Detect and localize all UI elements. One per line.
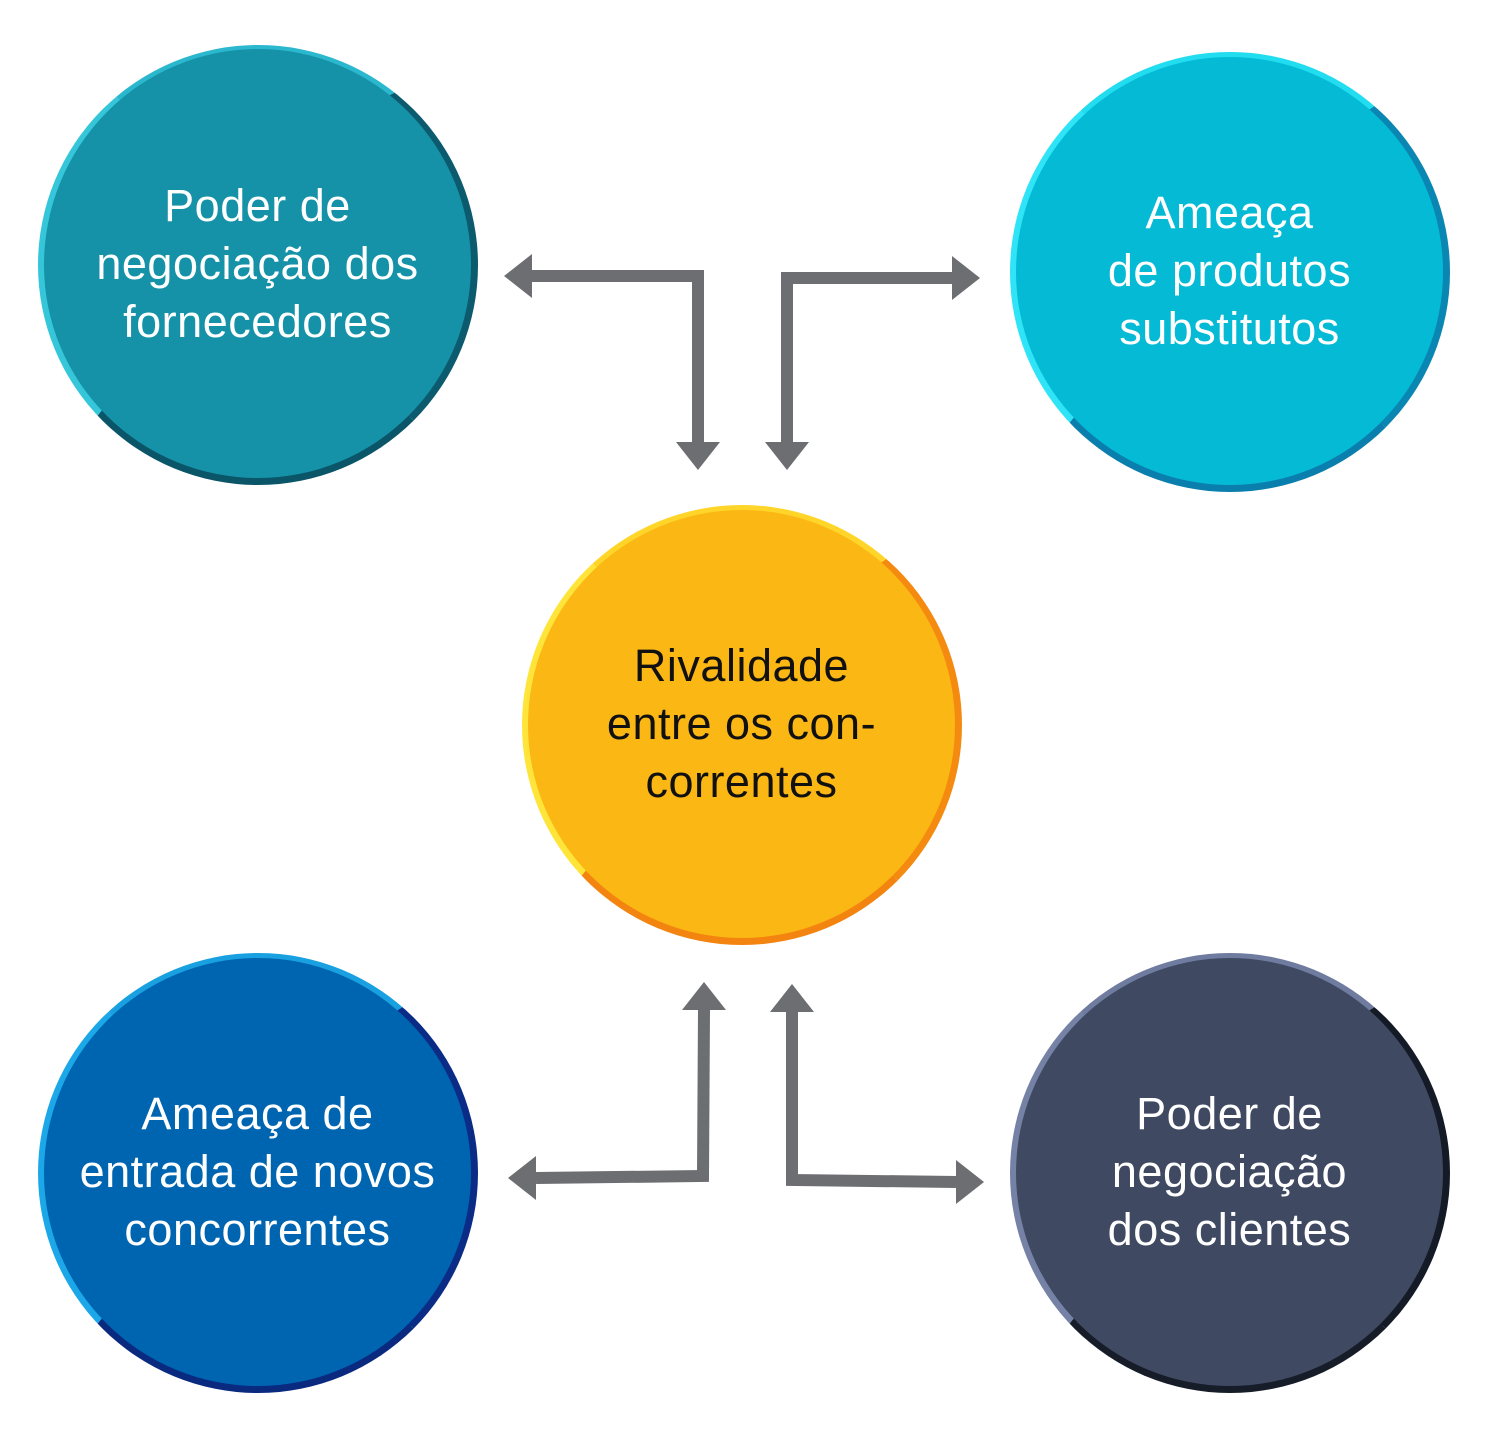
- arrow-bottom-left-connector: [535, 1009, 710, 1184]
- arrowhead-top-left-left: [504, 254, 532, 298]
- arrowhead-top-right-right: [952, 256, 980, 300]
- arrow-top-right-connector: [781, 272, 952, 442]
- arrowhead-top-right-down: [765, 442, 809, 470]
- arrowhead-bottom-left-up: [682, 982, 726, 1010]
- node-substitutes-threat-label: Ameaça de produtos substitutos: [1107, 187, 1352, 354]
- arrow-bottom-right-connector: [786, 1012, 957, 1188]
- node-new-entrants-threat: Ameaça de entrada de novos concorrentes: [38, 953, 478, 1393]
- arrowhead-top-left-down: [676, 442, 720, 470]
- node-competitive-rivalry: Rivalidade entre os con- correntes: [522, 505, 962, 945]
- arrowhead-bottom-right-right: [956, 1160, 984, 1204]
- arrow-top-left-connector: [532, 270, 704, 442]
- node-new-entrants-threat-label: Ameaça de entrada de novos concorrentes: [79, 1088, 436, 1255]
- node-supplier-power: Poder de negociação dos fornecedores: [38, 45, 478, 485]
- node-substitutes-threat: Ameaça de produtos substitutos: [1010, 52, 1450, 492]
- arrowhead-bottom-left-left: [508, 1156, 536, 1200]
- node-buyer-power-label: Poder de negociação dos clientes: [1107, 1088, 1352, 1255]
- node-buyer-power: Poder de negociação dos clientes: [1010, 953, 1450, 1393]
- node-supplier-power-label: Poder de negociação dos fornecedores: [96, 179, 419, 347]
- node-competitive-rivalry-label: Rivalidade entre os con- correntes: [606, 640, 877, 807]
- arrowhead-bottom-right-up: [770, 984, 814, 1012]
